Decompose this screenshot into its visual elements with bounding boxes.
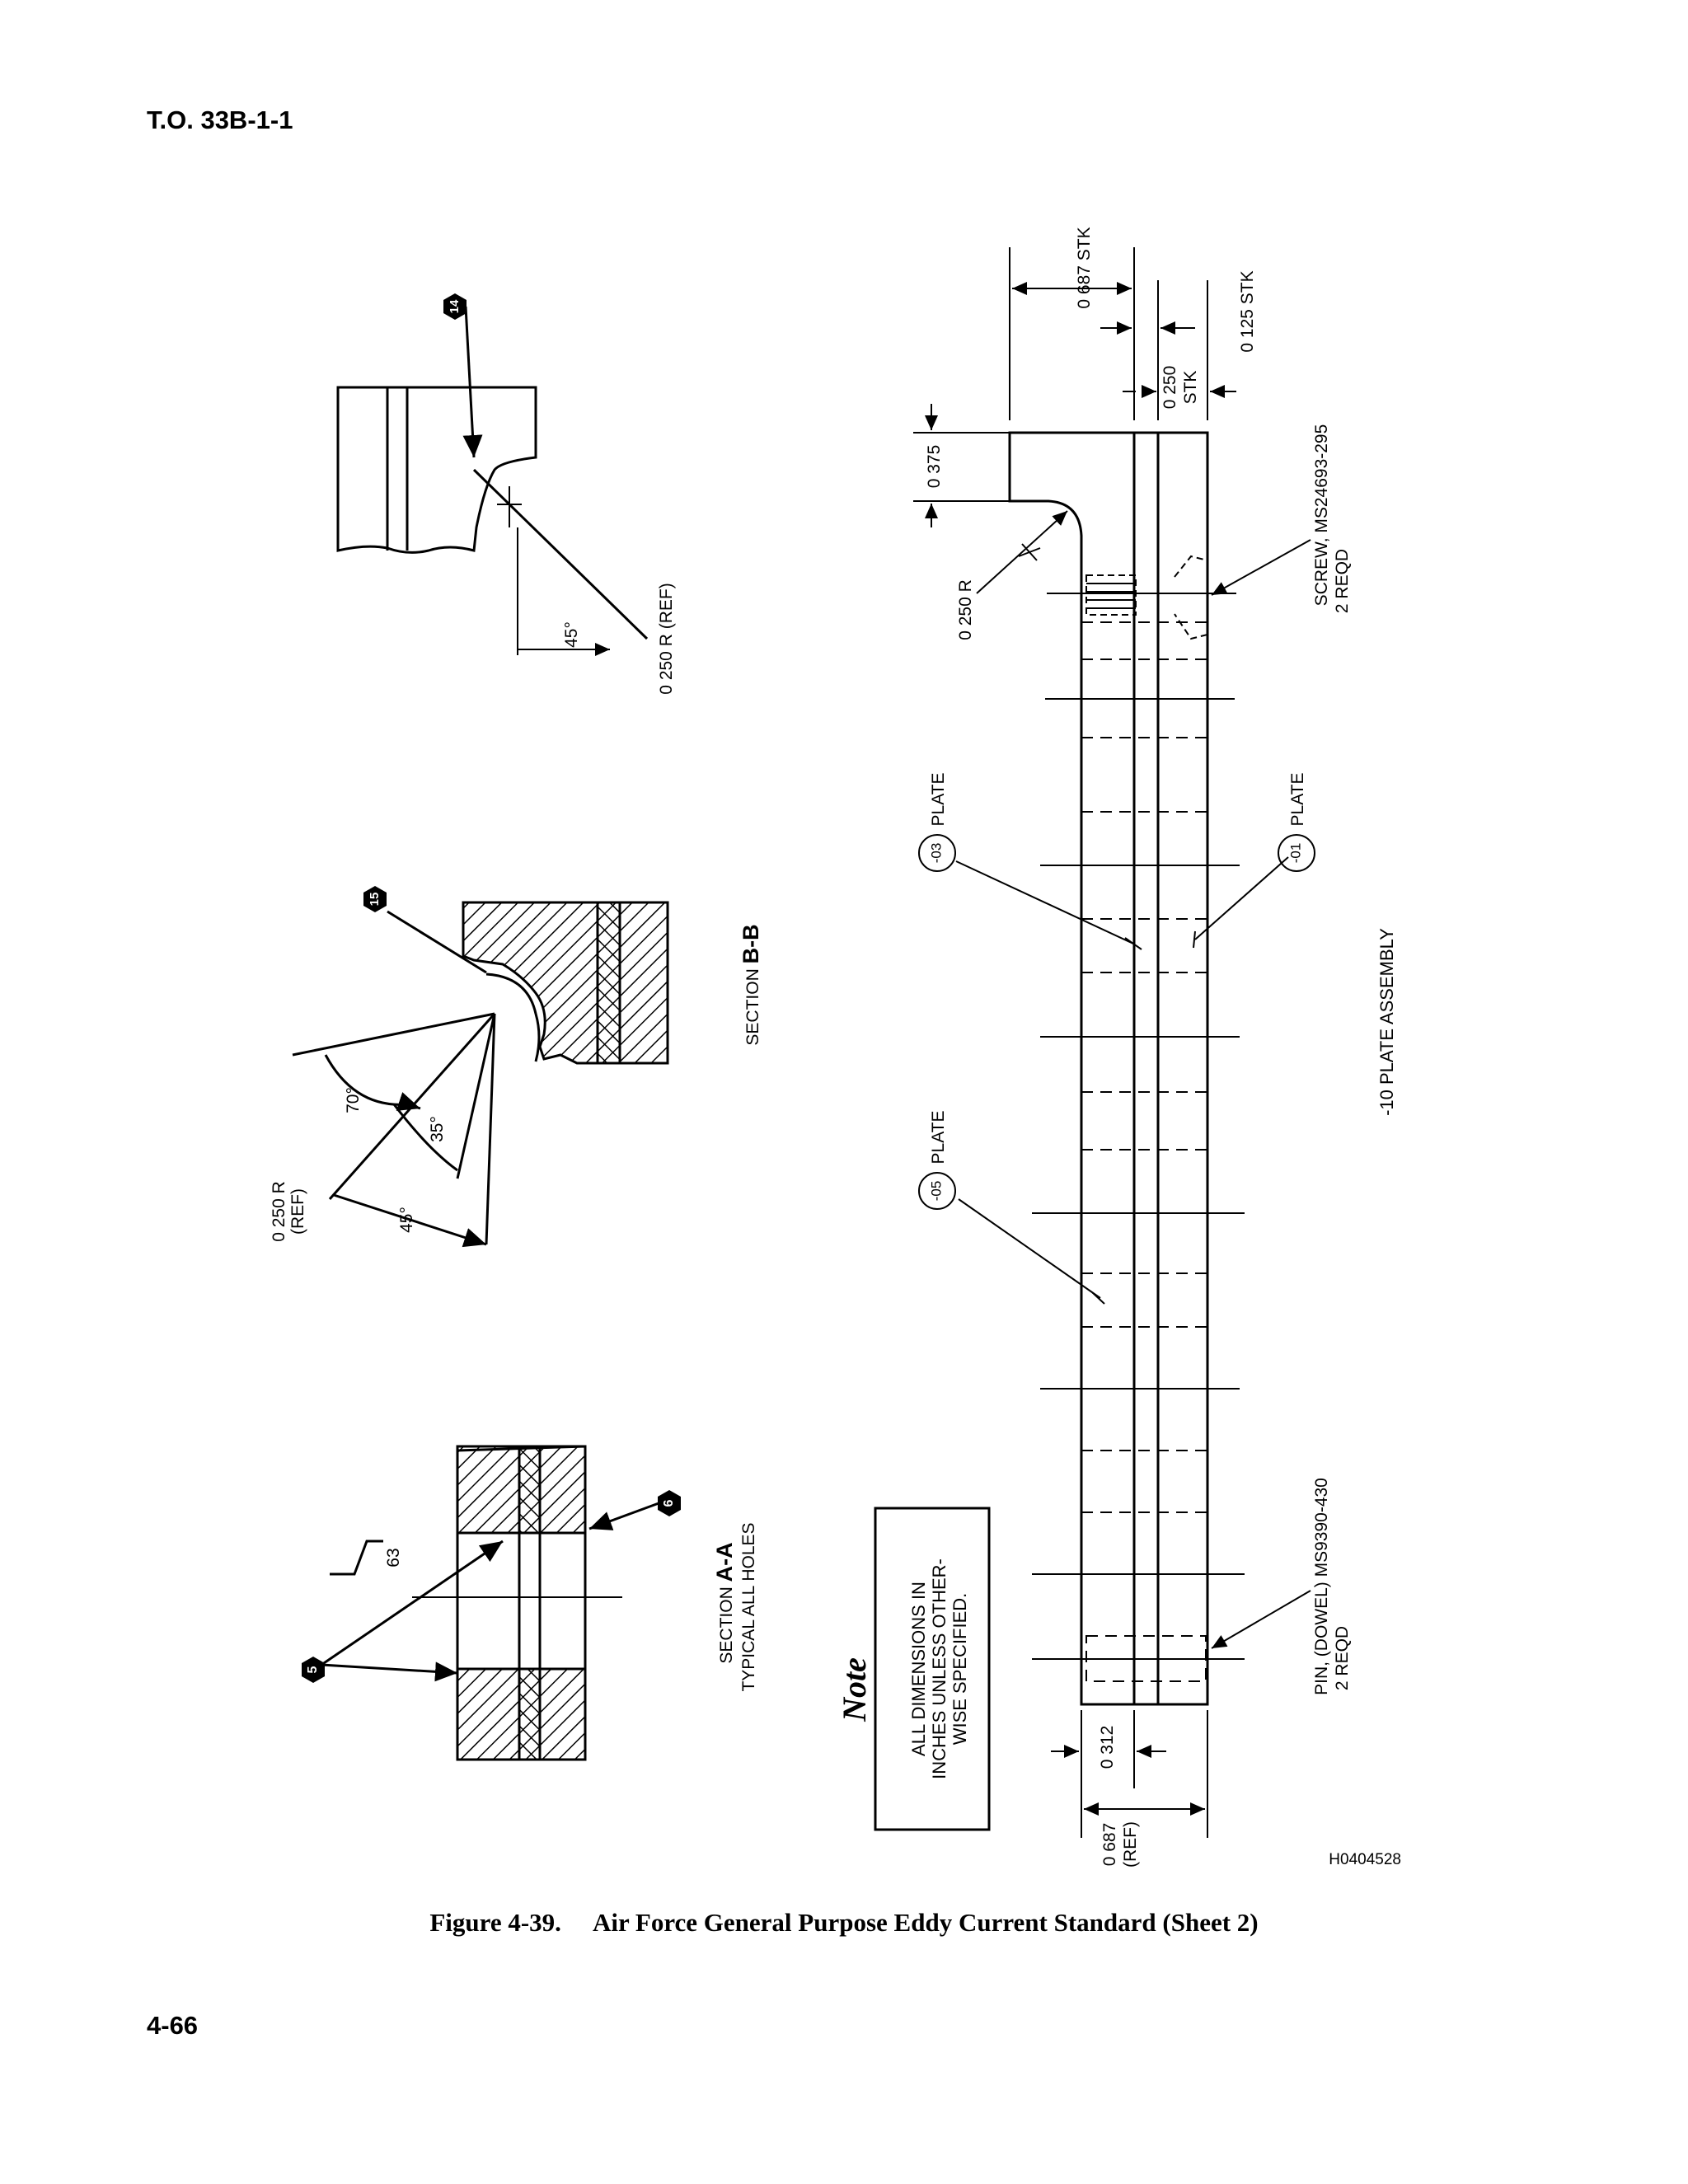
- assembly-title: -10 PLATE ASSEMBLY: [1376, 928, 1397, 1116]
- callout-6-number: 6: [662, 1499, 676, 1507]
- document-number: T.O. 33B-1-1: [147, 105, 293, 134]
- detail-14: [336, 306, 649, 656]
- note-box: [874, 1507, 991, 1831]
- dim-312: 0 312: [1098, 1726, 1117, 1769]
- plate-05-id: -05: [928, 1181, 944, 1202]
- figure-id: H0404528: [1329, 1851, 1401, 1868]
- dim-687-ref-line2: (REF): [1121, 1821, 1140, 1868]
- dim-687-stk: 0 687 STK: [1075, 227, 1094, 308]
- plate-01-balloon: [1278, 834, 1315, 872]
- note-heading: Note: [836, 1657, 873, 1722]
- callout-15: [363, 886, 387, 912]
- detail-14-angle-label: 45°: [562, 621, 581, 648]
- plate-05-label: PLATE: [929, 1111, 948, 1165]
- section-aa-title: SECTION A-A: [712, 1542, 737, 1663]
- plate-03-balloon: [918, 834, 956, 872]
- figure-title: Air Force General Purpose Eddy Current S…: [592, 1908, 1259, 1937]
- note-line2: INCHES UNLESS OTHER-: [929, 1558, 950, 1779]
- dim-250-stk-line1: 0 250: [1160, 366, 1179, 410]
- callout-5: [302, 1657, 325, 1683]
- note-line3: WISE SPECIFIED.: [950, 1593, 970, 1746]
- callout-6: [658, 1490, 681, 1516]
- section-bb-angle-35: 35°: [428, 1116, 447, 1142]
- dim-250-radius: 0 250 R: [956, 579, 975, 640]
- section-bb-angle-70: 70°: [344, 1087, 363, 1113]
- section-bb-radius-line2: (REF): [288, 1188, 307, 1235]
- section-bb-title: SECTION B-B: [738, 924, 763, 1045]
- figure-caption: Figure 4-39. Air Force General Purpose Ed…: [0, 1908, 1688, 1938]
- pin-label-line1: PIN, (DOWEL) MS9390-430: [1312, 1478, 1331, 1695]
- page-number: 4-66: [147, 2011, 199, 2040]
- section-bb-radius-line1: 0 250 R: [270, 1181, 288, 1242]
- dim-250-stk-line2: STK: [1181, 371, 1200, 405]
- pin-label-line2: 2 REQD: [1333, 1626, 1352, 1690]
- callout-14-number: 14: [448, 299, 462, 313]
- callout-14: [443, 293, 467, 320]
- section-b-b-view: [292, 901, 669, 1248]
- section-aa-subtitle: TYPICAL ALL HOLES: [739, 1522, 758, 1691]
- figure-number: Figure 4-39.: [429, 1908, 561, 1937]
- detail-14-radius-label: 0 250 R (REF): [657, 583, 676, 694]
- note-line1: ALL DIMENSIONS IN: [908, 1582, 929, 1756]
- callout-5-number: 5: [306, 1666, 320, 1673]
- screw-label-line1: SCREW, MS24693-295: [1312, 424, 1331, 607]
- plate-03-id: -03: [928, 843, 944, 864]
- plate-01-label: PLATE: [1288, 773, 1307, 827]
- plate-05-balloon: [918, 1172, 956, 1210]
- dim-375: 0 375: [925, 445, 944, 489]
- section-aa-finish: 63: [384, 1548, 403, 1567]
- dim-687-ref-line1: 0 687: [1100, 1823, 1119, 1867]
- plate-01-id: -01: [1287, 843, 1303, 864]
- dim-125-stk: 0 125 STK: [1238, 270, 1257, 352]
- section-a-a-view: [321, 1445, 668, 1761]
- plate-assembly-view: [913, 247, 1315, 1838]
- plate-03-label: PLATE: [929, 773, 948, 827]
- callout-15-number: 15: [368, 893, 382, 907]
- screw-label-line2: 2 REQD: [1333, 549, 1352, 613]
- section-bb-angle-45: 45°: [397, 1207, 416, 1233]
